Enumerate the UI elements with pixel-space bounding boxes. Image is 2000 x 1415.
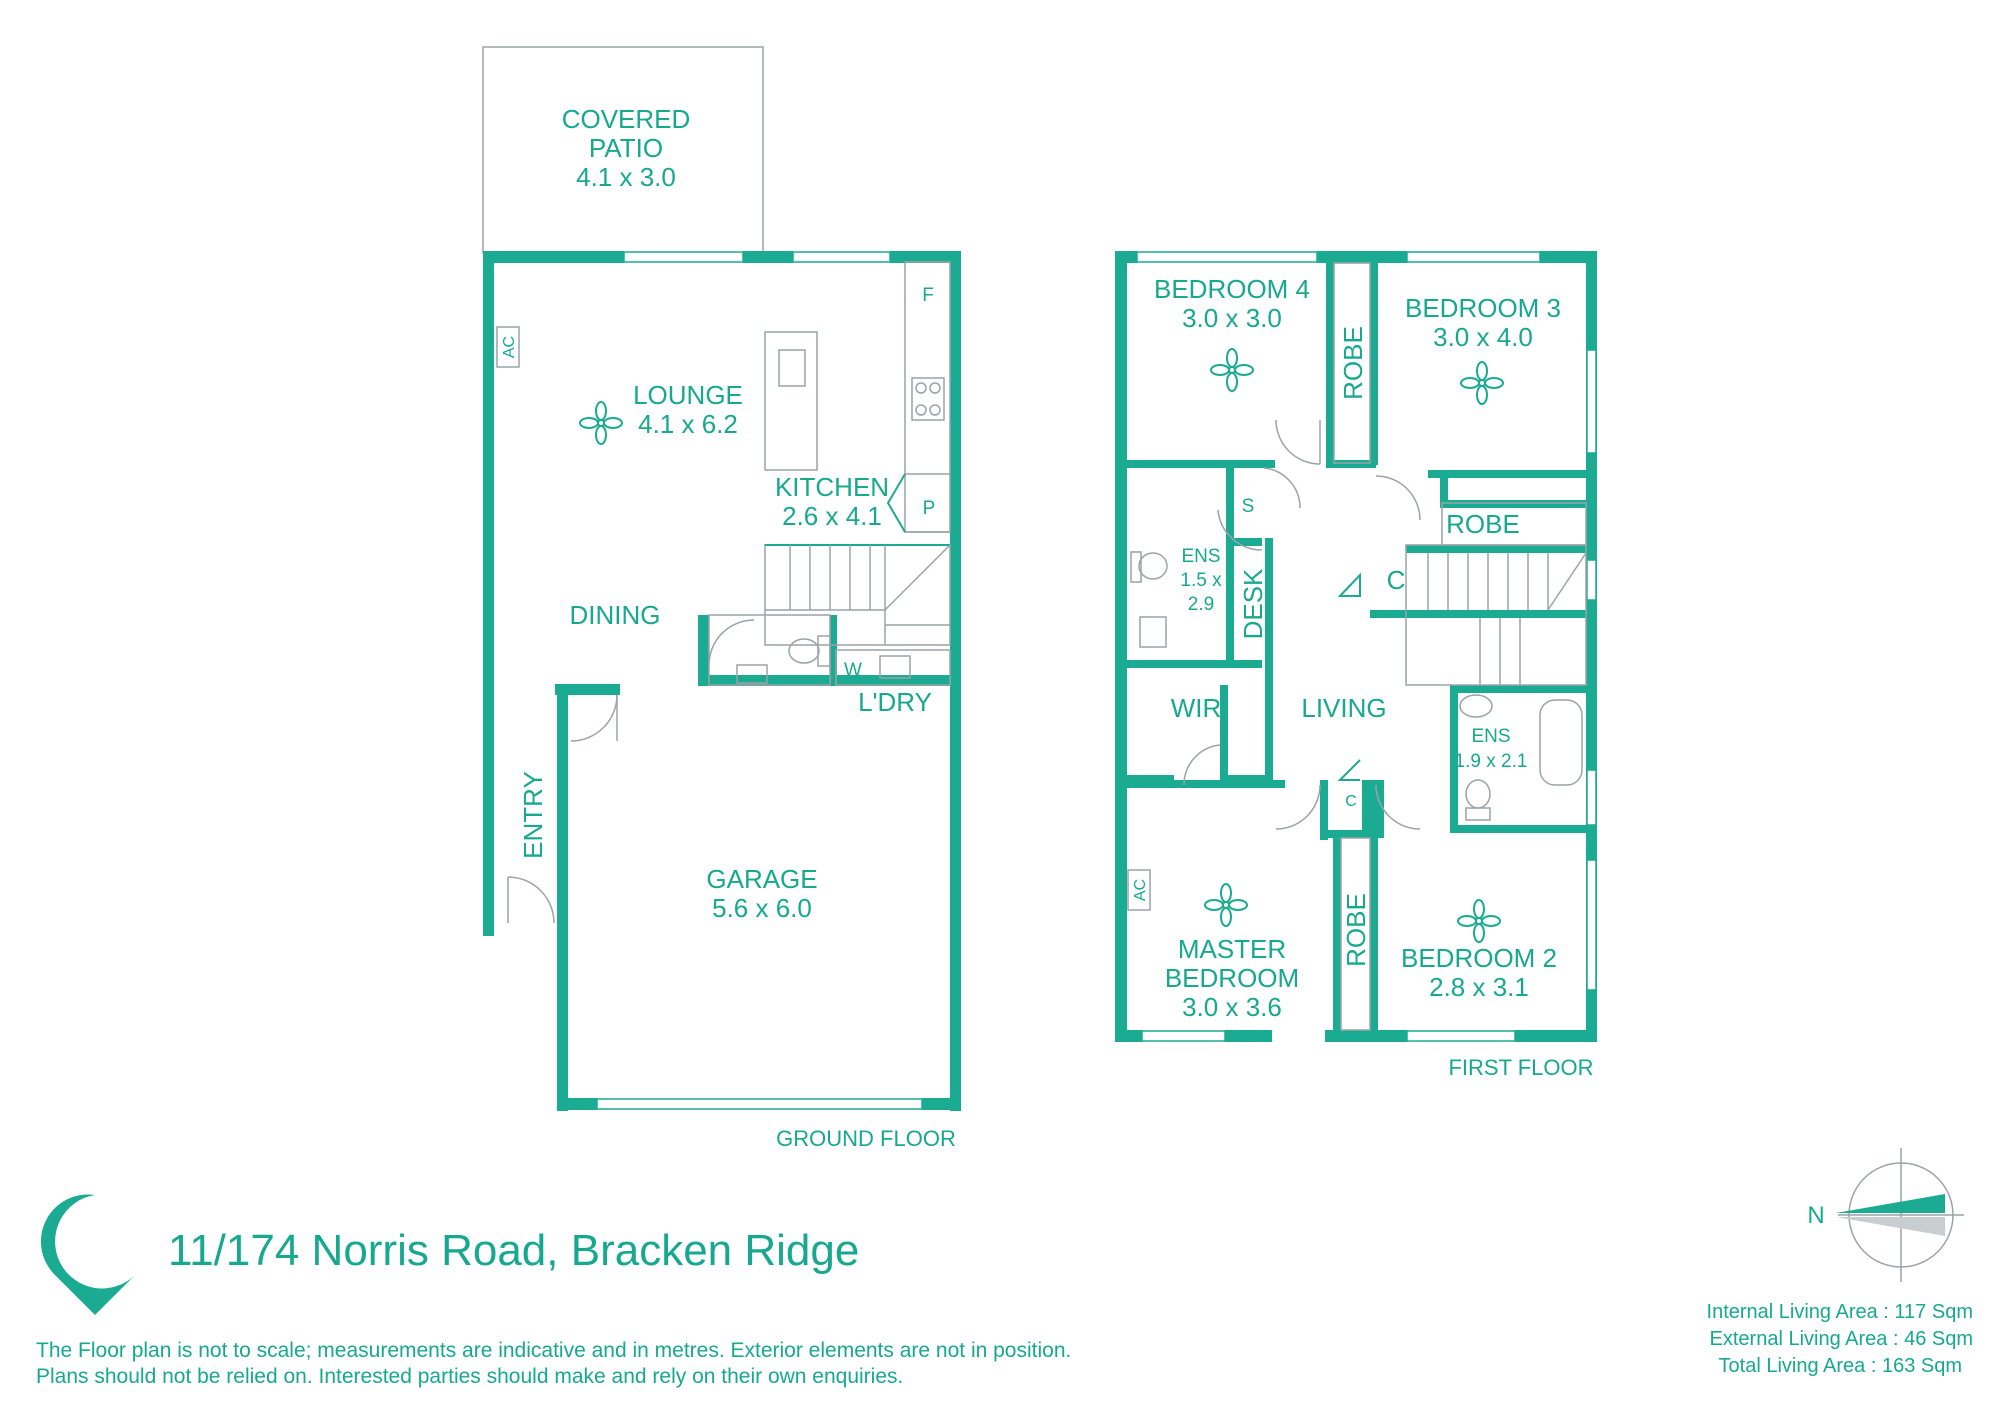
- ceiling-fan-icon: [579, 401, 623, 445]
- lounge-size: 4.1 x 6.2: [638, 409, 738, 439]
- patio-size: 4.1 x 3.0: [576, 162, 676, 192]
- north-label: N: [1807, 1202, 1824, 1229]
- entry-label: ENTRY: [518, 771, 548, 859]
- ceiling-fan-icon: [1457, 899, 1501, 943]
- bedroom3-label: BEDROOM 3: [1405, 293, 1561, 323]
- external-area: External Living Area : 46 Sqm: [1710, 1328, 1973, 1350]
- bedroom2-label: BEDROOM 2: [1401, 943, 1557, 973]
- address: 11/174 Norris Road, Bracken Ridge: [168, 1226, 859, 1275]
- garage-size: 5.6 x 6.0: [712, 893, 812, 923]
- ens-large-size: 1.9 x 2.1: [1455, 751, 1528, 772]
- bedroom4-label: BEDROOM 4: [1154, 274, 1310, 304]
- ceiling-fan-icon: [1460, 361, 1504, 405]
- ens-small-size-1: 1.5 x: [1180, 570, 1222, 591]
- cupboard-label: C: [1387, 565, 1406, 595]
- master-size: 3.0 x 3.6: [1182, 992, 1282, 1022]
- disclaimer-line-2: Plans should not be relied on. Intereste…: [36, 1365, 903, 1388]
- robe-b3-label: ROBE: [1446, 509, 1520, 539]
- desk-label: DESK: [1238, 568, 1268, 639]
- brand-logo-icon: [40, 1194, 140, 1315]
- kitchen-size: 2.6 x 4.1: [782, 501, 882, 531]
- dining-label: DINING: [570, 600, 661, 630]
- kitchen-island: [764, 331, 818, 471]
- bedroom4-size: 3.0 x 3.0: [1182, 303, 1282, 333]
- ground-floor: COVERED PATIO 4.1 x 3.0 LOUNGE 4.1 x 6.2…: [482, 46, 961, 1151]
- patio-label-2: PATIO: [589, 133, 663, 163]
- master-label-2: BEDROOM: [1165, 963, 1299, 993]
- fridge-label: F: [922, 285, 934, 306]
- ceiling-fan-icon: [1210, 348, 1254, 392]
- kitchen-label: KITCHEN: [775, 472, 889, 502]
- patio-label-1: COVERED: [562, 104, 691, 134]
- pantry-label: P: [923, 498, 936, 519]
- bedroom2-size: 2.8 x 3.1: [1429, 972, 1529, 1002]
- ground-aircon-label: AC: [501, 336, 518, 358]
- first-floor-label: FIRST FLOOR: [1448, 1055, 1593, 1080]
- robe-b4-label: ROBE: [1338, 326, 1368, 400]
- kitchen-sink: [778, 349, 806, 387]
- internal-area: Internal Living Area : 117 Sqm: [1707, 1301, 1973, 1323]
- cupboard-small-label: C: [1345, 793, 1357, 810]
- master-label-1: MASTER: [1178, 934, 1286, 964]
- washer-label: W: [844, 660, 862, 681]
- first-aircon-label: AC: [1132, 879, 1149, 901]
- living-label: LIVING: [1301, 693, 1386, 723]
- ens-large-label: ENS: [1471, 726, 1510, 747]
- linen-label: S: [1242, 496, 1255, 517]
- disclaimer-line-1: The Floor plan is not to scale; measurem…: [36, 1339, 1071, 1362]
- footer: 11/174 Norris Road, Bracken Ridge The Fl…: [36, 1148, 1973, 1388]
- ceiling-fan-icon: [1204, 883, 1248, 927]
- laundry-label: L'DRY: [858, 687, 932, 717]
- wir-label: WIR: [1171, 693, 1222, 723]
- bedroom3-size: 3.0 x 4.0: [1433, 322, 1533, 352]
- garage-label: GARAGE: [706, 864, 817, 894]
- first-floor: BEDROOM 4 3.0 x 3.0 BEDROOM 3 3.0 x 4.0 …: [1115, 251, 1597, 1080]
- north-compass-icon: [1836, 1148, 1964, 1282]
- ens-small-label: ENS: [1181, 546, 1220, 567]
- lounge-label: LOUNGE: [633, 380, 743, 410]
- ens-small-size-2: 2.9: [1188, 594, 1214, 615]
- total-area: Total Living Area : 163 Sqm: [1719, 1355, 1962, 1377]
- ground-floor-label: GROUND FLOOR: [776, 1126, 956, 1151]
- robe-b2-label: ROBE: [1341, 893, 1371, 967]
